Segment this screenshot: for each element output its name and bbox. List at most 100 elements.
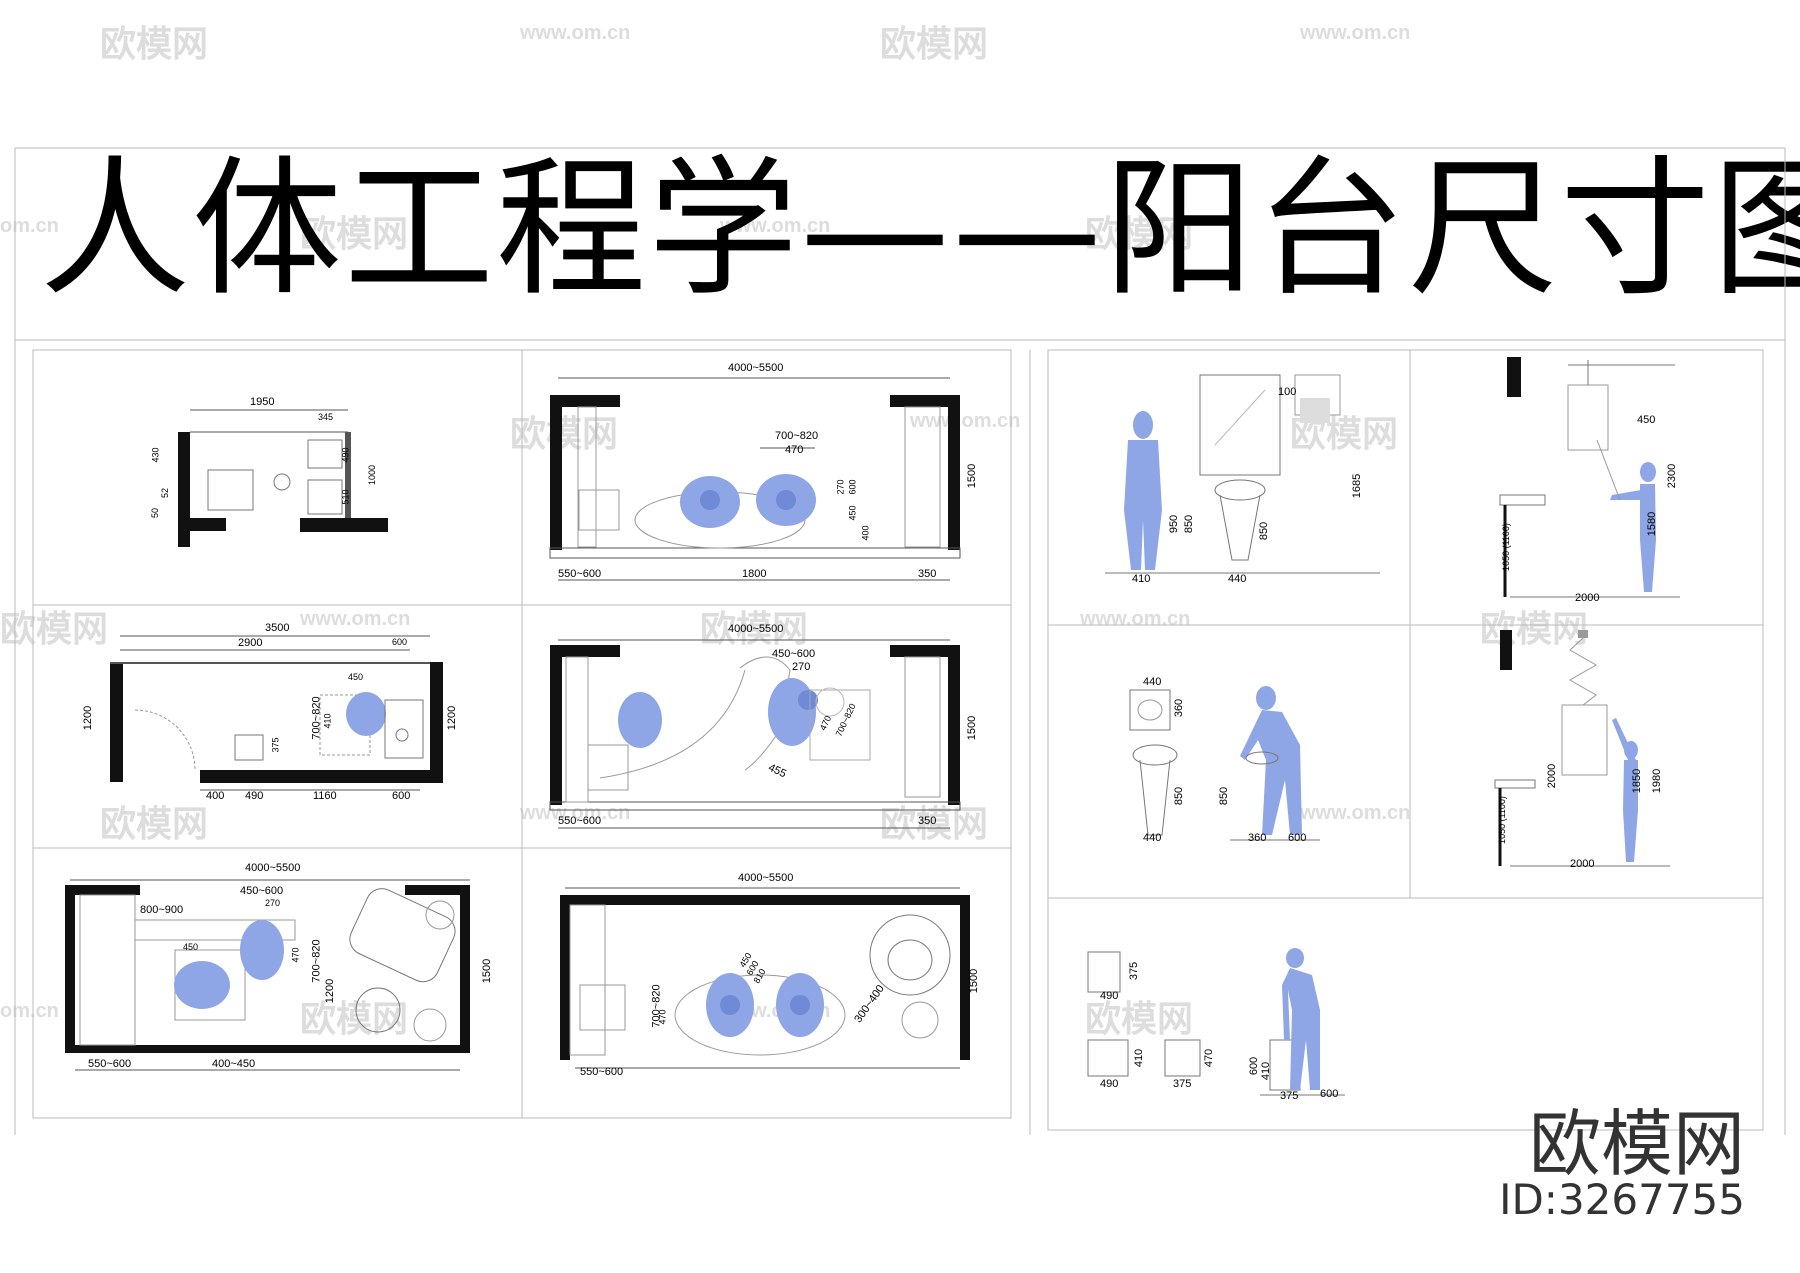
watermark-logo: 欧模网 [100,803,209,844]
watermark-url: www.om.cn [520,802,631,824]
dimension-label: 850 [1258,521,1271,541]
panel-i-elevation [1129,686,1320,841]
dimension-label: 375 [1280,1090,1299,1102]
dimension-label: 1200 [446,705,459,731]
dimension-label: 1160 [313,790,337,802]
dimension-label: 450~600 [772,648,816,660]
dimension-label: 2000 [1570,858,1595,870]
panel-j-elevation [1494,630,1670,867]
dimension-label: 430 [150,447,161,463]
panel-h-elevation [1499,357,1680,598]
watermark-logo: 欧模网 [880,23,989,64]
dimension-label: 850 [1173,786,1186,806]
dimension-label: 360 [1248,832,1267,844]
dimension-label: 1980 [1651,768,1664,794]
dimension-label: 470 [657,1009,668,1025]
dimension-label: 50 [150,507,161,519]
dimension-label: 700~820 [775,430,819,442]
dimension-label: 490 [245,790,264,802]
watermark-logo: 欧模网 [300,998,409,1039]
panel-e-plan [65,879,470,1071]
dimension-label: 410 [1133,1048,1146,1068]
brand-id: ID:3267755 [1499,1175,1745,1224]
dimension-label: 550~600 [558,815,602,827]
dimension-label: 400~450 [212,1058,256,1070]
dimension-label: 490 [340,447,351,463]
dimension-label: 100 [1278,386,1297,398]
panel-g-elevation [1105,374,1380,574]
dimension-label: 850 [1218,786,1231,806]
dimension-label: 550~600 [558,568,602,580]
dimension-label: 450 [348,672,364,682]
dimension-label: 440 [1143,676,1162,688]
dimension-label: 470 [290,947,301,963]
dimension-label: 490 [1100,990,1119,1002]
dimension-label: 1500 [966,715,979,741]
dimension-label: 1500 [966,463,979,489]
dimension-label: 1000 [367,464,378,486]
frame-lines [14,147,1786,1135]
dimension-label: 270 [792,661,811,673]
panel-f-plan [560,887,970,1069]
dimension-label: 1050 (1100) [1496,796,1507,844]
dimension-label: 450 [847,505,858,521]
dimension-label: 4000~5500 [245,862,301,874]
dimension-label: 400 [206,790,225,802]
dimension-label: 1200 [82,705,95,731]
dimension-label: 550~600 [580,1066,624,1078]
watermark-url: www.om.cn [1300,802,1411,824]
watermark-url: www.om.cn [1300,22,1411,44]
dimension-label: 410 [1260,1061,1273,1081]
dimension-label: 1950 [250,396,275,408]
dimension-label: 600 [1288,832,1307,844]
dimension-label: 375 [270,737,281,753]
dimension-label: 2900 [238,637,263,649]
dimension-label: 800~900 [140,904,184,916]
dimension-label: 3500 [265,622,290,634]
dimension-label: 375 [1128,961,1141,981]
dimension-label: 600 [1248,1056,1261,1076]
watermark-logo: 欧模网 [100,23,209,64]
dimension-label: 450 [1637,414,1656,426]
dimension-label: 600 [1320,1088,1339,1100]
dimension-label: 440 [1143,832,1162,844]
dimension-label: 375 [1173,1078,1192,1090]
dimension-label: 450~600 [240,885,284,897]
dimension-label: 270 [265,898,281,908]
watermark-url: www.om.cn [720,215,831,237]
watermark-logo: 欧模网 [0,608,109,649]
dimension-label: 1800 [742,568,767,580]
brand-logo: 欧模网 [1528,1102,1745,1186]
watermark-logo: 欧模网 [300,213,409,254]
panel-k-elevation [1087,948,1345,1096]
watermark-url: www.om.cn [300,608,411,630]
watermark-logo: 欧模网 [1085,213,1194,254]
dimension-label: 1050 (1100) [1500,523,1511,571]
dimension-label: 600 [392,790,411,802]
dimension-label: 490 [1100,1078,1119,1090]
dimension-label: 600 [392,637,408,647]
dimension-label: 470 [785,444,804,456]
dimension-label: 850 [1183,514,1196,534]
dimension-label: 1500 [968,968,981,994]
watermark-url: www.om.cn [910,410,1021,432]
panel-b-plan [549,377,961,581]
dimension-label: 4000~5500 [728,623,784,635]
dimension-label: 410 [1132,573,1151,585]
watermark-url: www.om.cn [520,22,631,44]
dimension-label: 270 [835,479,846,495]
dimension-label: 2300 [1666,463,1679,489]
dimension-label: 700~820 [310,696,323,740]
dimension-label: 510 [340,489,351,505]
dimension-label: 1850 [1631,768,1644,794]
dimension-label: 950 [1168,514,1181,534]
panel-a-plan [178,409,388,547]
watermark-logo: 欧模网 [1480,608,1589,649]
dimension-label: 470 [1203,1048,1216,1068]
dimension-label: 450 [183,942,199,952]
dimension-label: 2000 [1546,763,1559,789]
panel-d-plan [549,639,961,829]
dimension-label: 4000~5500 [738,872,794,884]
dimension-label: 600 [847,479,858,495]
